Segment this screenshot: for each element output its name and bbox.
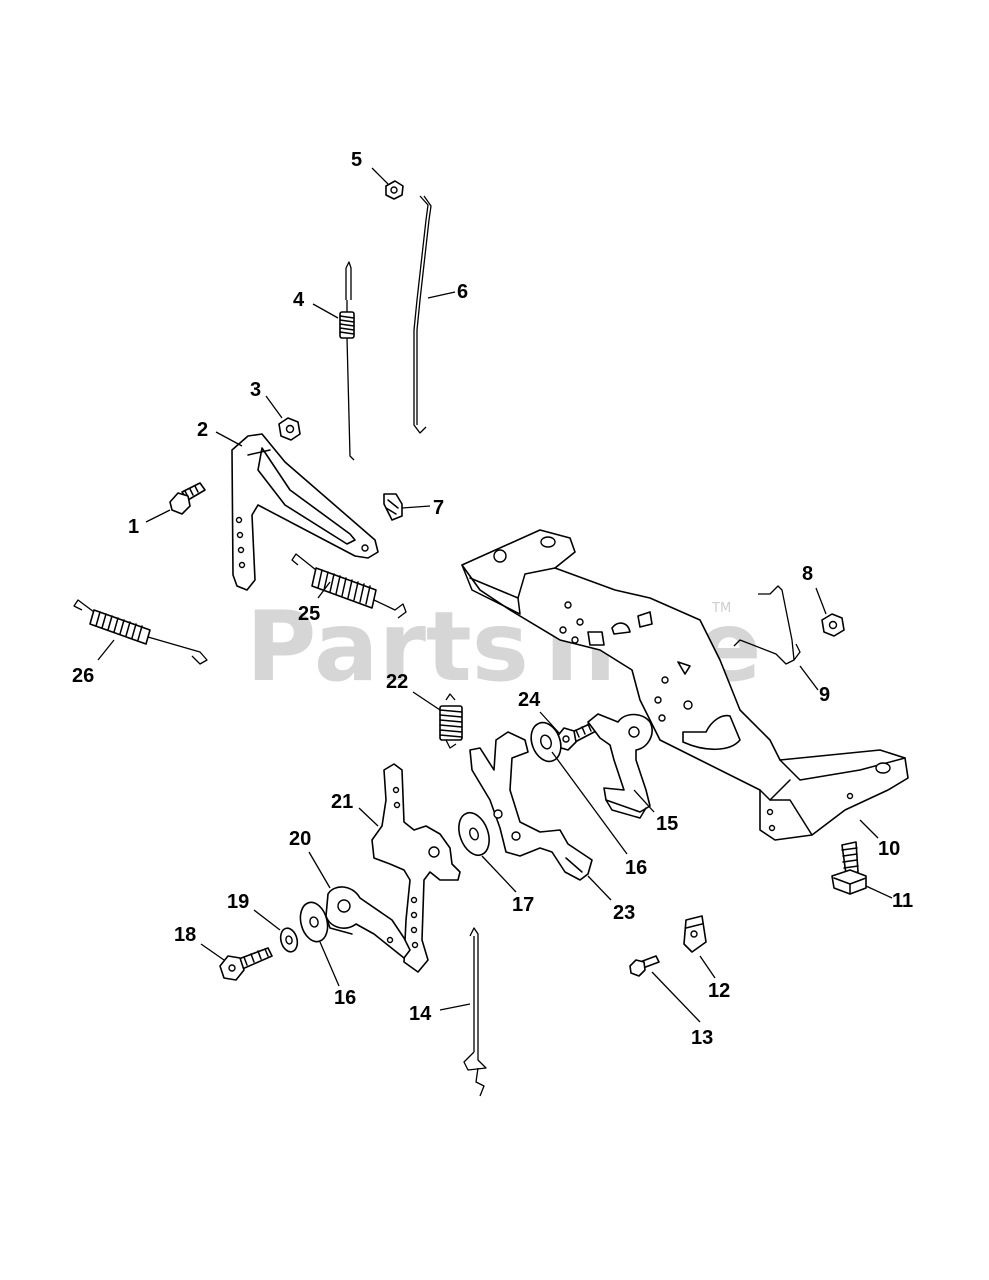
part-11-bolt[interactable]: [831, 841, 867, 895]
callout-17[interactable]: 17: [512, 894, 534, 916]
part-22-spring[interactable]: [439, 693, 463, 749]
callout-14[interactable]: 14: [409, 1003, 432, 1025]
callout-1[interactable]: 1: [128, 516, 139, 538]
part-25-spring[interactable]: [291, 553, 407, 619]
callout-23[interactable]: 23: [613, 902, 635, 924]
callout-7[interactable]: 7: [433, 497, 444, 519]
part-9-wire[interactable]: [733, 585, 801, 665]
callout-26[interactable]: 26: [72, 665, 94, 687]
part-4-spring-rod[interactable]: [339, 261, 355, 461]
part-7-clip[interactable]: [383, 493, 403, 521]
part-14-rod[interactable]: [463, 927, 487, 1097]
callout-16-lower[interactable]: 16: [334, 987, 356, 1009]
watermark-trademark: TM: [711, 601, 731, 616]
part-21-bracket[interactable]: [371, 763, 461, 973]
part-3-nut[interactable]: [278, 417, 301, 441]
part-15-lever[interactable]: [587, 713, 653, 819]
callout-15[interactable]: 15: [656, 813, 678, 835]
callout-22[interactable]: 22: [386, 671, 408, 693]
part-8-nut[interactable]: [821, 613, 845, 637]
callout-21[interactable]: 21: [331, 791, 353, 813]
part-13-screw[interactable]: [629, 955, 660, 977]
callout-19[interactable]: 19: [227, 891, 249, 913]
part-6-rod[interactable]: [413, 195, 432, 434]
part-1-bolt[interactable]: [169, 482, 206, 515]
part-5-nut[interactable]: [385, 180, 404, 200]
leader-lines: [97, 167, 893, 1023]
part-2-lever[interactable]: [231, 433, 379, 591]
callout-12[interactable]: 12: [708, 980, 730, 1002]
part-10-bracket[interactable]: [461, 529, 909, 841]
part-18-bolt[interactable]: [219, 947, 273, 981]
part-19-washer[interactable]: [278, 926, 300, 953]
callout-labels: 5 6 4 3 2 1 7 8 9 10 11 12 13 14 15 16 1…: [72, 149, 913, 1049]
part-23-lever[interactable]: [469, 731, 593, 881]
callout-20[interactable]: 20: [289, 828, 311, 850]
part-26-spring[interactable]: [73, 599, 208, 665]
part-20-plate[interactable]: [325, 886, 411, 959]
callout-6[interactable]: 6: [457, 281, 468, 303]
callout-4[interactable]: 4: [293, 289, 305, 311]
callout-11[interactable]: 11: [892, 890, 913, 912]
callout-25[interactable]: 25: [298, 603, 320, 625]
callout-13[interactable]: 13: [691, 1027, 713, 1049]
callout-2[interactable]: 2: [197, 419, 208, 441]
callout-24[interactable]: 24: [518, 689, 541, 711]
part-12-clip[interactable]: [683, 915, 707, 953]
callout-3[interactable]: 3: [250, 379, 261, 401]
callout-18[interactable]: 18: [174, 924, 196, 946]
part-17-washer[interactable]: [453, 809, 494, 860]
callout-16-upper[interactable]: 16: [625, 857, 647, 879]
callout-10[interactable]: 10: [878, 838, 900, 860]
part-16-washer-upper[interactable]: [526, 718, 566, 765]
callout-8[interactable]: 8: [802, 563, 813, 585]
part-16-washer-lower[interactable]: [296, 899, 331, 944]
callout-5[interactable]: 5: [351, 149, 362, 171]
callout-9[interactable]: 9: [819, 684, 830, 706]
